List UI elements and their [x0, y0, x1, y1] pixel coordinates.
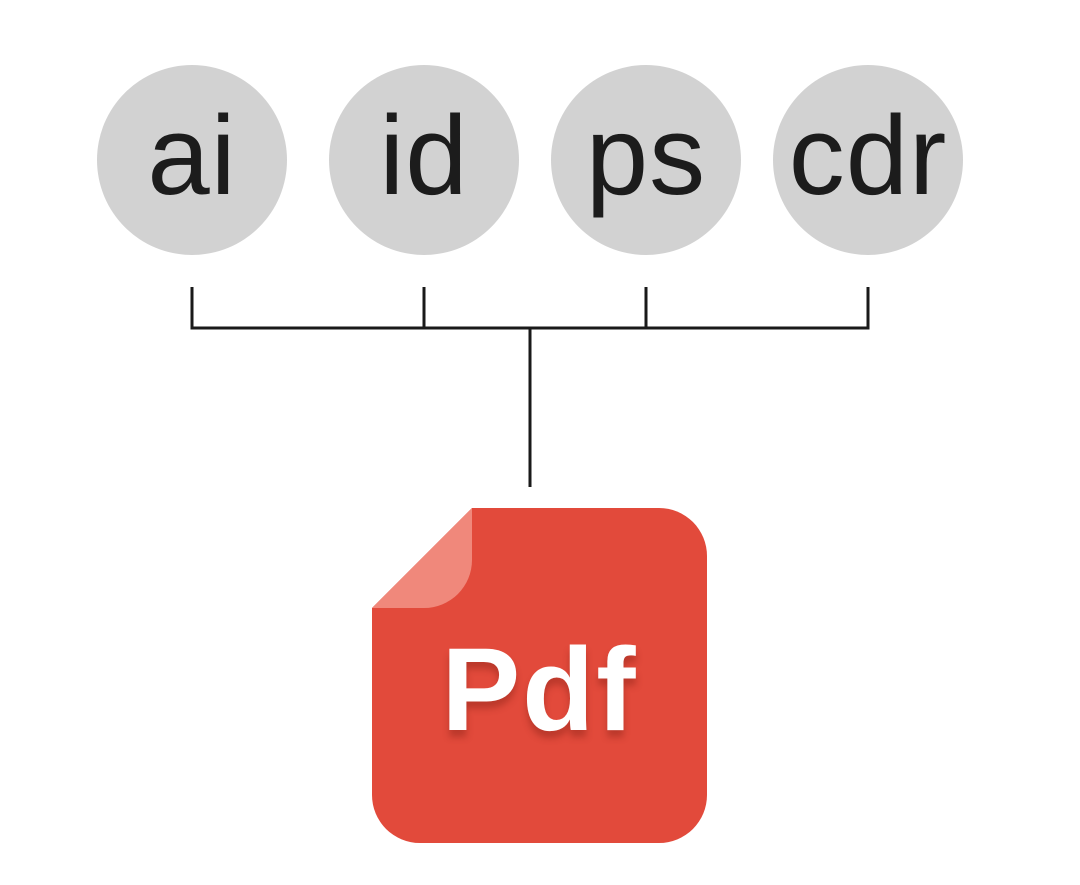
- source-label-cdr: cdr: [788, 93, 948, 218]
- source-label-ps: ps: [585, 93, 707, 218]
- source-label-id: id: [379, 93, 469, 218]
- pdf-label: Pdf: [441, 623, 638, 756]
- source-circle-ai: ai: [97, 65, 287, 255]
- source-circle-ps: ps: [551, 65, 741, 255]
- source-circle-id: id: [329, 65, 519, 255]
- pdf-fold-corner: [372, 508, 472, 608]
- pdf-shape: [372, 508, 707, 843]
- pdf-file-icon: Pdf: [372, 508, 707, 843]
- source-label-ai: ai: [147, 93, 237, 218]
- pdf-label-wrap: Pdf: [372, 508, 707, 843]
- source-circle-cdr: cdr: [773, 65, 963, 255]
